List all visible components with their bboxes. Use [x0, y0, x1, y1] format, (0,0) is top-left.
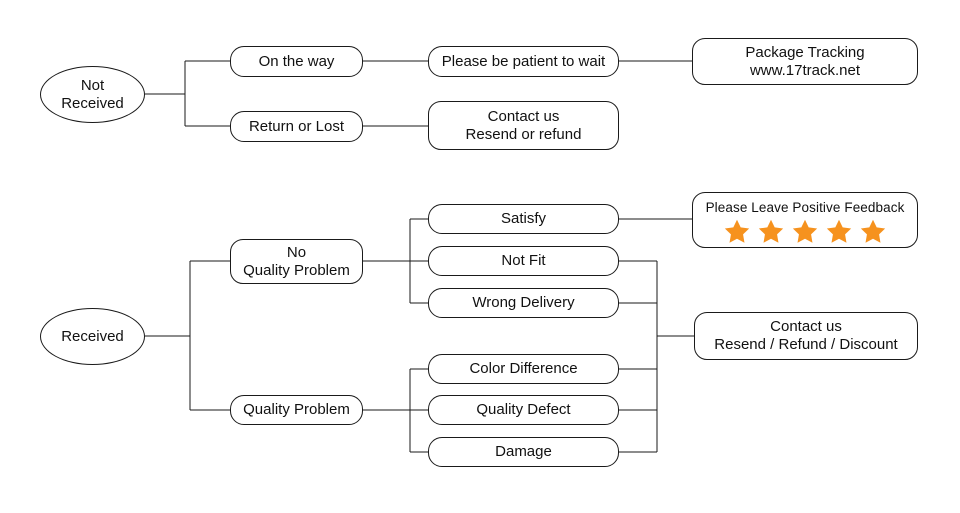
node-color-difference-label: Color Difference [469, 360, 578, 378]
node-no-quality-problem[interactable]: No Quality Problem [230, 239, 363, 284]
node-damage-label: Damage [495, 443, 552, 461]
node-on-the-way[interactable]: On the way [230, 46, 363, 77]
node-not-fit-label: Not Fit [501, 252, 546, 270]
node-received[interactable]: Received [40, 308, 145, 365]
node-contact-us-label-1: Contact us [487, 107, 560, 125]
node-received-label: Received [61, 327, 124, 345]
node-please-be-patient-to-wait[interactable]: Please be patient to wait [428, 46, 619, 77]
node-color-difference[interactable]: Color Difference [428, 354, 619, 384]
node-contact-us-discount-label-1: Contact us [770, 318, 842, 336]
node-quality-problem[interactable]: Quality Problem [230, 395, 363, 425]
node-wrong-delivery[interactable]: Wrong Delivery [428, 288, 619, 318]
star-icon[interactable] [860, 218, 886, 244]
star-icon[interactable] [826, 218, 852, 244]
node-quality-defect-label: Quality Defect [476, 401, 571, 419]
node-not-received-label-1: Not [80, 76, 105, 94]
node-contact-us-label-2: Resend or refund [465, 125, 582, 143]
node-no-quality-problem-label-1: No [286, 243, 307, 261]
star-icon[interactable] [792, 218, 818, 244]
node-contact-us-discount-label-2: Resend / Refund / Discount [714, 336, 898, 353]
node-contact-us-resend-refund-discount[interactable]: Contact us Resend / Refund / Discount [694, 312, 918, 360]
star-rating[interactable] [724, 218, 886, 244]
node-not-received-label-2: Received [61, 94, 124, 112]
node-satisfy[interactable]: Satisfy [428, 204, 619, 234]
node-please-be-patient-label: Please be patient to wait [441, 52, 606, 70]
node-positive-feedback[interactable]: Please Leave Positive Feedback [692, 192, 918, 248]
star-icon[interactable] [758, 218, 784, 244]
node-return-or-lost[interactable]: Return or Lost [230, 111, 363, 142]
node-not-fit[interactable]: Not Fit [428, 246, 619, 276]
node-quality-problem-label: Quality Problem [243, 401, 350, 419]
node-on-the-way-label: On the way [258, 52, 335, 70]
node-wrong-delivery-label: Wrong Delivery [472, 294, 575, 312]
node-satisfy-label: Satisfy [500, 210, 546, 228]
node-package-tracking-url: www.17track.net [749, 61, 861, 79]
node-return-or-lost-label: Return or Lost [248, 117, 345, 135]
node-package-tracking-label-1: Package Tracking [745, 43, 865, 61]
node-quality-defect[interactable]: Quality Defect [428, 395, 619, 425]
star-icon[interactable] [724, 218, 750, 244]
node-positive-feedback-label: Please Leave Positive Feedback [705, 199, 905, 215]
node-no-quality-problem-label-2: Quality Problem [243, 261, 350, 279]
node-not-received[interactable]: Not Received [40, 66, 145, 123]
node-contact-us-resend-or-refund[interactable]: Contact us Resend or refund [428, 101, 619, 150]
node-package-tracking[interactable]: Package Tracking www.17track.net [692, 38, 918, 85]
node-damage[interactable]: Damage [428, 437, 619, 467]
